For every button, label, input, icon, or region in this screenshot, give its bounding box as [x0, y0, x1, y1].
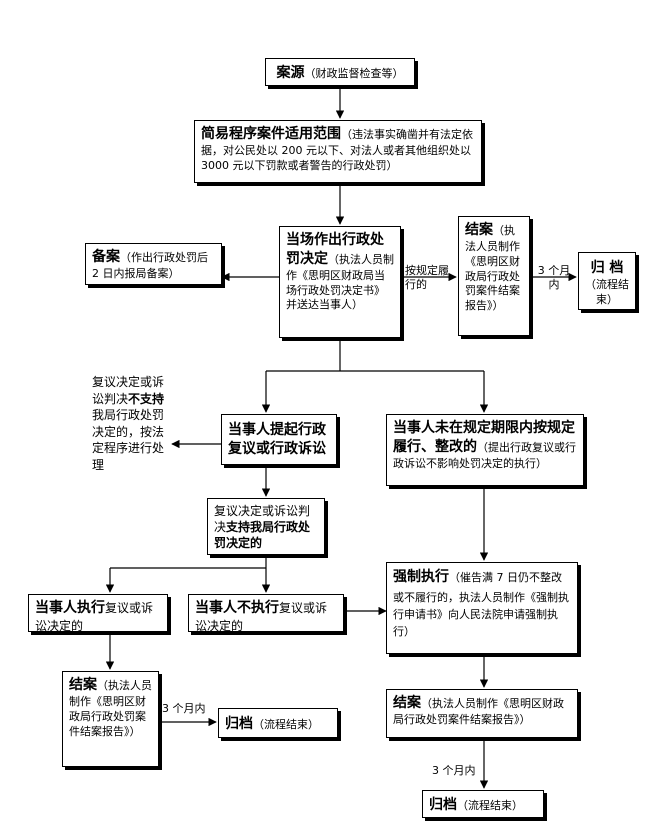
- node-not-comply-bold: 当事人不执行: [195, 600, 279, 616]
- node-not-comply: 当事人不执行复议或诉讼决定的: [188, 594, 344, 633]
- node-simple-title: 简易程序案件适用范围: [201, 126, 341, 142]
- node-archive-top: 归 档 （流程结束）: [578, 252, 636, 310]
- node-enforce: 强制执行（催告满 7 日仍不整改或不履行的，执法人员制作《强制执行申请书》向人民…: [386, 562, 578, 654]
- node-close-right-title: 结案: [393, 695, 421, 711]
- node-close-left: 结案（执法人员制作《思明区财政局行政处罚案件结案报告》）: [62, 671, 159, 767]
- node-close-left-title: 结案: [69, 677, 97, 693]
- label-three-months-a: 3 个月内: [537, 264, 571, 292]
- node-comply-bold: 当事人执行: [35, 600, 105, 616]
- node-not-support-text-b: 我局行政处罚决定的，按法定程序进行处理: [92, 408, 165, 472]
- node-record-title: 备案: [92, 249, 120, 265]
- node-simple-detail: （违法事实确凿并有法定依据，对公民处以 200 元以下、对法人或者其他组织处以 …: [201, 128, 473, 172]
- node-onsite-detail: （执法人员制作《思明区财政局当场行政处罚决定书》并送达当事人）: [286, 252, 394, 312]
- node-close-top-detail: （执法人员制作《思明区财政局行政处罚案件结案报告》）: [465, 224, 520, 313]
- node-record: 备案（作出行政处罚后 2 日内报局备案）: [85, 243, 222, 285]
- node-review-title: 当事人提起行政复议或行政诉讼: [228, 422, 326, 457]
- node-support: 复议决定或诉讼判决支持我局行政处罚决定的: [207, 498, 325, 555]
- node-support-bold: 支持我局行政处罚决定的: [214, 520, 311, 551]
- node-comply-text: 复议或诉讼决定的: [35, 601, 154, 633]
- node-not-comply-text: 复议或诉讼决定的: [195, 601, 328, 633]
- node-close-top: 结案（执法人员制作《思明区财政局行政处罚案件结案报告》）: [458, 216, 530, 336]
- node-archive-top-title: 归 档: [590, 260, 624, 276]
- node-review: 当事人提起行政复议或行政诉讼: [221, 414, 337, 465]
- node-close-top-title: 结案: [465, 222, 493, 238]
- node-overdue-title: 当事人未在规定期限内按规定履行、整改的: [393, 420, 575, 455]
- node-archive-right-title: 归档: [429, 797, 457, 813]
- node-archive-left: 归档（流程结束）: [218, 708, 338, 738]
- node-close-right-detail: （执法人员制作《思明区财政局行政处罚案件结案报告》）: [393, 697, 564, 726]
- node-archive-right: 归档（流程结束）: [422, 790, 544, 818]
- node-source-title: 案源: [276, 65, 305, 81]
- node-close-right: 结案（执法人员制作《思明区财政局行政处罚案件结案报告》）: [386, 689, 578, 738]
- node-not-support-text-a: 复议决定或诉讼判决: [92, 375, 165, 406]
- node-comply: 当事人执行复议或诉讼决定的: [28, 594, 168, 633]
- node-source: 案源（财政监督检查等）: [265, 58, 415, 86]
- node-onsite-title: 当场作出行政处罚决定: [286, 232, 384, 267]
- node-archive-left-detail: （流程结束）: [253, 718, 319, 731]
- label-three-months-b: 3 个月内: [162, 702, 206, 715]
- node-support-text-a: 复议决定或诉讼判决: [214, 504, 311, 535]
- node-archive-left-title: 归档: [225, 716, 253, 732]
- node-overdue-detail: （提出行政复议或行政诉讼不影响处罚决定的执行）: [393, 440, 576, 470]
- node-source-detail: （财政监督检查等）: [304, 67, 404, 80]
- node-simple-procedure: 简易程序案件适用范围（违法事实确凿并有法定依据，对公民处以 200 元以下、对法…: [194, 120, 482, 183]
- node-record-detail: （作出行政处罚后 2 日内报局备案）: [92, 251, 208, 280]
- node-onsite-decision: 当场作出行政处罚决定（执法人员制作《思明区财政局当场行政处罚决定书》并送达当事人…: [279, 226, 401, 338]
- node-archive-top-detail: （流程结束）: [585, 277, 629, 306]
- node-not-support-bold: 不支持: [128, 391, 165, 406]
- node-enforce-detail: （催告满 7 日仍不整改或不履行的，执法人员制作《强制执行申请书》向人民法院申请…: [393, 571, 569, 638]
- node-overdue: 当事人未在规定期限内按规定履行、整改的（提出行政复议或行政诉讼不影响处罚决定的执…: [386, 414, 584, 486]
- label-fulfilled: 按规定履行的: [405, 264, 449, 292]
- label-three-months-c: 3 个月内: [432, 764, 476, 777]
- node-not-support: 复议决定或诉讼判决不支持我局行政处罚决定的，按法定程序进行处理: [92, 374, 166, 473]
- node-archive-right-detail: （流程结束）: [457, 799, 523, 812]
- node-enforce-title: 强制执行: [393, 569, 449, 585]
- node-close-left-detail: （执法人员制作《思明区财政局行政处罚案件结案报告》）: [69, 679, 152, 738]
